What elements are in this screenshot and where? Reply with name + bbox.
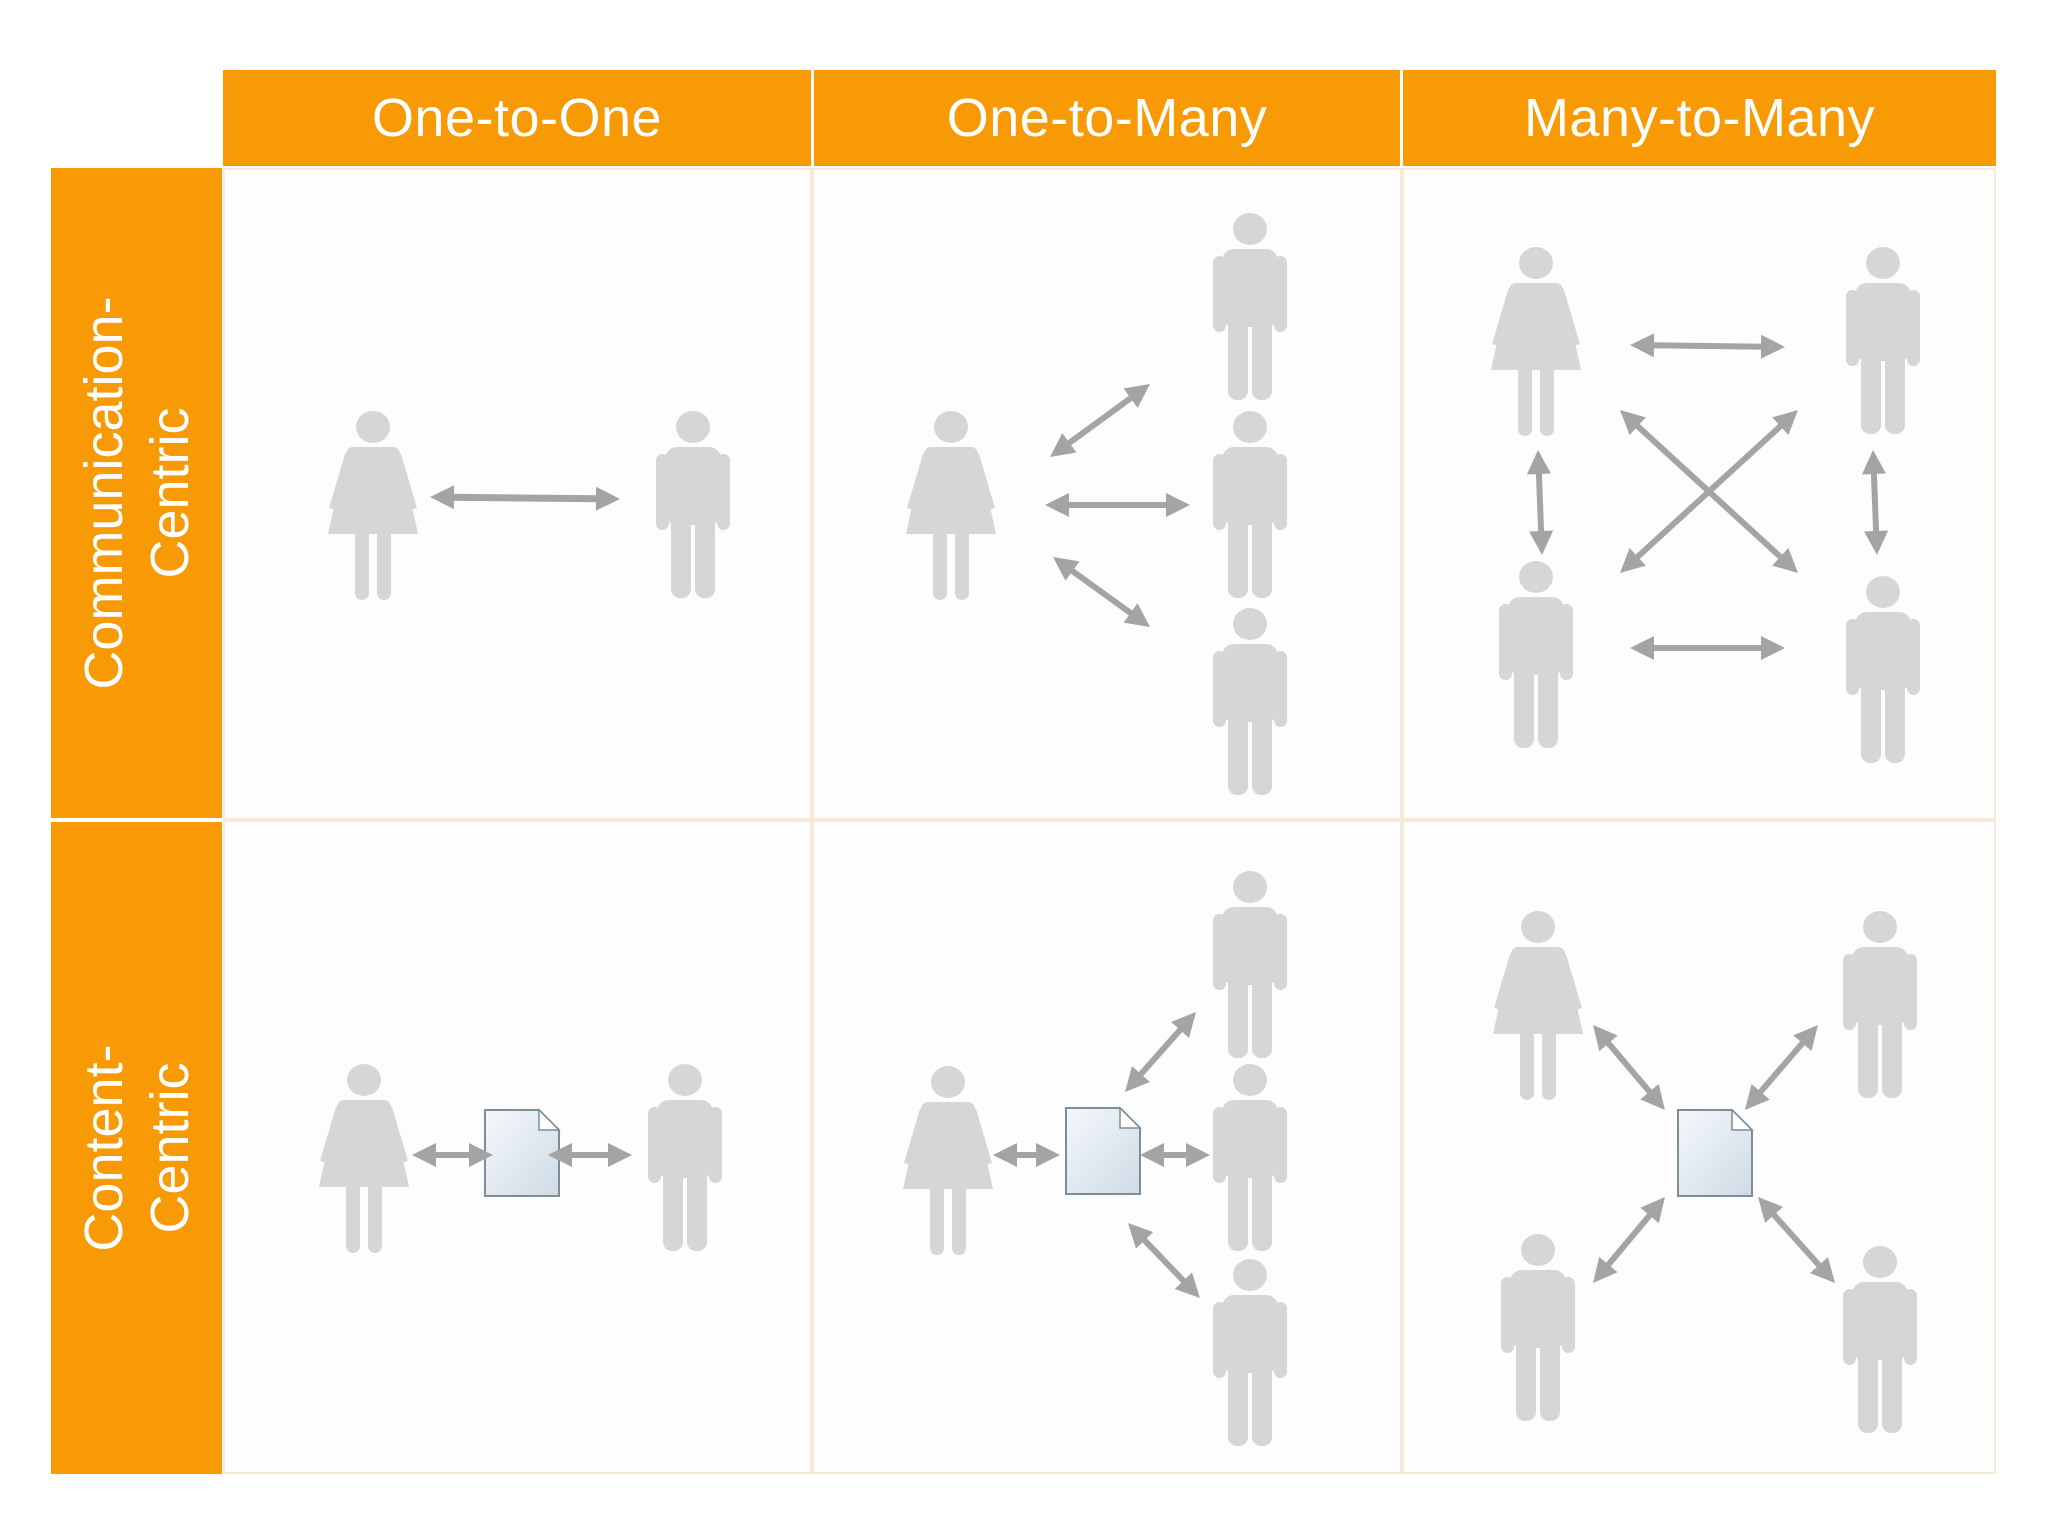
cell-communication-one-to-many: [812, 168, 1402, 820]
double-arrow-icon: [993, 1143, 1060, 1167]
double-arrow-icon: [1593, 1197, 1665, 1283]
double-arrow-icon: [1125, 1012, 1196, 1092]
double-arrow-icon: [1620, 410, 1798, 573]
female-person-icon: [903, 1066, 993, 1255]
column-header-many-to-many: Many-to-Many: [1403, 70, 1996, 166]
double-arrow-icon: [1745, 1025, 1818, 1110]
row-header-communication-centric: Communication- Centric: [51, 168, 222, 818]
double-arrow-icon: [1630, 636, 1785, 660]
female-person-icon: [906, 411, 996, 600]
male-person-icon: [648, 1064, 722, 1251]
male-person-icon: [1499, 561, 1573, 748]
double-arrow-icon: [430, 485, 620, 511]
male-person-icon: [1846, 247, 1920, 434]
double-arrow-icon: [1128, 1223, 1200, 1298]
female-person-icon: [328, 411, 418, 600]
double-arrow-icon: [1630, 333, 1785, 359]
double-arrow-icon: [1758, 1197, 1835, 1283]
female-person-icon: [1491, 247, 1581, 436]
double-arrow-icon: [1140, 1143, 1210, 1167]
male-person-icon: [1846, 576, 1920, 763]
female-person-icon: [319, 1064, 409, 1253]
column-header-one-to-many: One-to-Many: [814, 70, 1400, 166]
male-person-icon: [1213, 871, 1287, 1058]
male-person-icon: [656, 411, 730, 598]
double-arrow-icon: [1526, 450, 1554, 555]
male-person-icon: [1213, 1064, 1287, 1251]
document-icon: [1677, 1108, 1754, 1197]
double-arrow-icon: [1593, 1025, 1665, 1110]
female-person-icon: [1493, 911, 1583, 1100]
male-person-icon: [1501, 1234, 1575, 1421]
male-person-icon: [1213, 608, 1287, 795]
double-arrow-icon: [1861, 450, 1889, 555]
double-arrow-icon: [1050, 384, 1150, 457]
column-header-one-to-one: One-to-One: [223, 70, 811, 166]
male-person-icon: [1213, 1259, 1287, 1446]
male-person-icon: [1843, 1246, 1917, 1433]
row-header-content-centric: Content- Centric: [51, 822, 222, 1474]
male-person-icon: [1843, 911, 1917, 1098]
document-icon: [1065, 1106, 1142, 1195]
male-person-icon: [1213, 411, 1287, 598]
double-arrow-icon: [548, 1143, 632, 1167]
document-icon: [484, 1108, 561, 1197]
double-arrow-icon: [412, 1143, 493, 1167]
double-arrow-icon: [1045, 493, 1190, 517]
double-arrow-icon: [1053, 557, 1150, 627]
male-person-icon: [1213, 213, 1287, 400]
